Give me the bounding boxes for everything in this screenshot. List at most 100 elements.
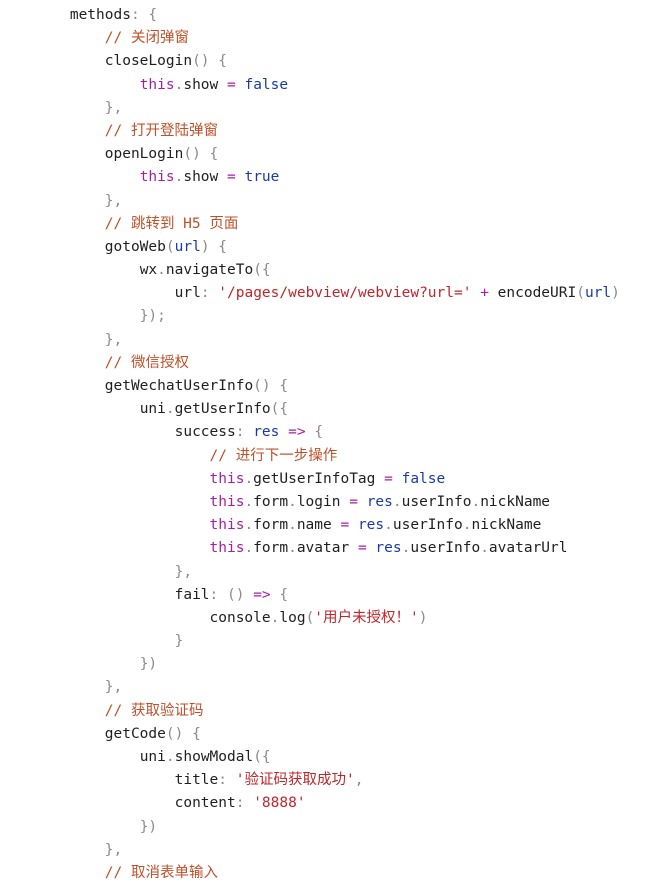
code-token: [0, 401, 140, 417]
code-line: this.show = true: [0, 166, 668, 189]
code-token: [0, 865, 105, 881]
code-token: :: [200, 285, 219, 302]
code-token: res: [366, 493, 393, 510]
code-token: }): [139, 818, 158, 835]
code-line: }): [0, 816, 668, 839]
code-token: .: [244, 540, 254, 557]
code-token: .: [244, 493, 254, 510]
code-token: [0, 424, 175, 440]
code-token: .: [174, 76, 184, 93]
code-token: gotoWeb: [104, 238, 166, 255]
code-token: nickName: [480, 493, 551, 510]
code-token: [0, 193, 105, 209]
code-token: res: [253, 424, 280, 441]
code-token: ) {: [200, 238, 228, 255]
code-token: [279, 424, 288, 440]
code-line: // 微信授权: [0, 352, 668, 375]
code-token: =: [349, 493, 358, 510]
code-token: res: [375, 540, 402, 557]
code-token: (: [165, 238, 175, 255]
code-token: form: [253, 540, 289, 557]
code-token: showModal: [174, 749, 254, 765]
code-token: getUserInfoTag: [253, 470, 385, 487]
code-token: // 微信授权: [104, 354, 189, 371]
code-token: .: [392, 493, 402, 510]
code-token: [0, 517, 210, 533]
code-token: // 关闭弹窗: [104, 30, 189, 47]
code-token: .: [174, 169, 184, 186]
code-token: [0, 53, 105, 69]
code-token: getUserInfo: [174, 401, 271, 418]
code-token: () {: [253, 378, 289, 394]
code-token: }): [139, 656, 158, 673]
code-token: [0, 564, 175, 580]
code-line: methods: {: [0, 4, 668, 27]
code-line: uni.getUserInfo({: [0, 398, 668, 421]
code-token: .: [288, 517, 297, 534]
code-token: this: [209, 470, 245, 487]
code-token: [0, 285, 175, 301]
code-token: [0, 587, 175, 603]
code-token: userInfo: [410, 540, 481, 557]
code-token: (: [576, 285, 585, 302]
code-token: true: [244, 169, 280, 186]
code-line: getWechatUserInfo() {: [0, 375, 668, 398]
code-token: login: [296, 493, 350, 510]
code-token: this: [209, 540, 245, 557]
code-token: },: [104, 99, 123, 116]
code-token: content: [174, 795, 236, 812]
code-token: [0, 77, 140, 93]
code-token: encodeURI: [497, 285, 577, 302]
code-token: [471, 285, 480, 301]
code-token: [0, 749, 140, 765]
code-token: },: [104, 192, 123, 209]
code-token: : {: [130, 7, 158, 23]
code-line: },: [0, 97, 668, 120]
code-token: [0, 378, 105, 394]
code-token: title: [174, 772, 219, 789]
code-token: // 打开登陆弹窗: [104, 122, 218, 139]
code-token: .: [165, 749, 175, 765]
code-token: },: [104, 679, 123, 696]
code-token: [0, 332, 105, 348]
code-token: form: [253, 517, 289, 534]
code-token: .: [157, 262, 166, 279]
code-token: [0, 633, 175, 649]
code-token: show: [183, 76, 227, 93]
code-token: .: [244, 517, 254, 534]
code-token: .: [462, 517, 472, 534]
code-token: // 进行下一步操作: [209, 447, 338, 464]
code-token: this: [209, 493, 245, 510]
code-token: [0, 216, 105, 232]
code-token: .: [480, 540, 489, 557]
code-token: [0, 726, 105, 742]
code-token: avatarUrl: [488, 540, 568, 557]
code-token: openLogin: [104, 146, 184, 163]
code-token: [0, 262, 140, 278]
code-token: [0, 656, 140, 672]
code-line: console.log('用户未授权！'): [0, 607, 668, 630]
code-token: url: [584, 285, 612, 302]
code-token: [358, 494, 367, 510]
code-line: this.show = false: [0, 74, 668, 97]
code-token: [0, 355, 105, 371]
code-token: ({: [253, 262, 271, 279]
code-token: [0, 308, 140, 324]
code-line: url: '/pages/webview/webview?url=' + enc…: [0, 282, 668, 305]
code-token: [0, 679, 105, 695]
code-token: .: [270, 609, 280, 626]
code-token: [0, 772, 175, 788]
code-token: .: [384, 517, 393, 534]
code-token: +: [480, 285, 489, 302]
code-token: .: [288, 540, 297, 557]
code-token: =>: [288, 424, 306, 441]
code-token: },: [104, 841, 123, 858]
code-token: [0, 842, 105, 858]
code-token: [0, 795, 175, 811]
code-token: [489, 285, 498, 301]
code-token: this: [209, 517, 245, 534]
code-token: wx: [139, 262, 158, 279]
code-token: success: [174, 424, 236, 441]
code-token: '验证码获取成功': [235, 772, 355, 789]
code-token: [0, 146, 105, 162]
